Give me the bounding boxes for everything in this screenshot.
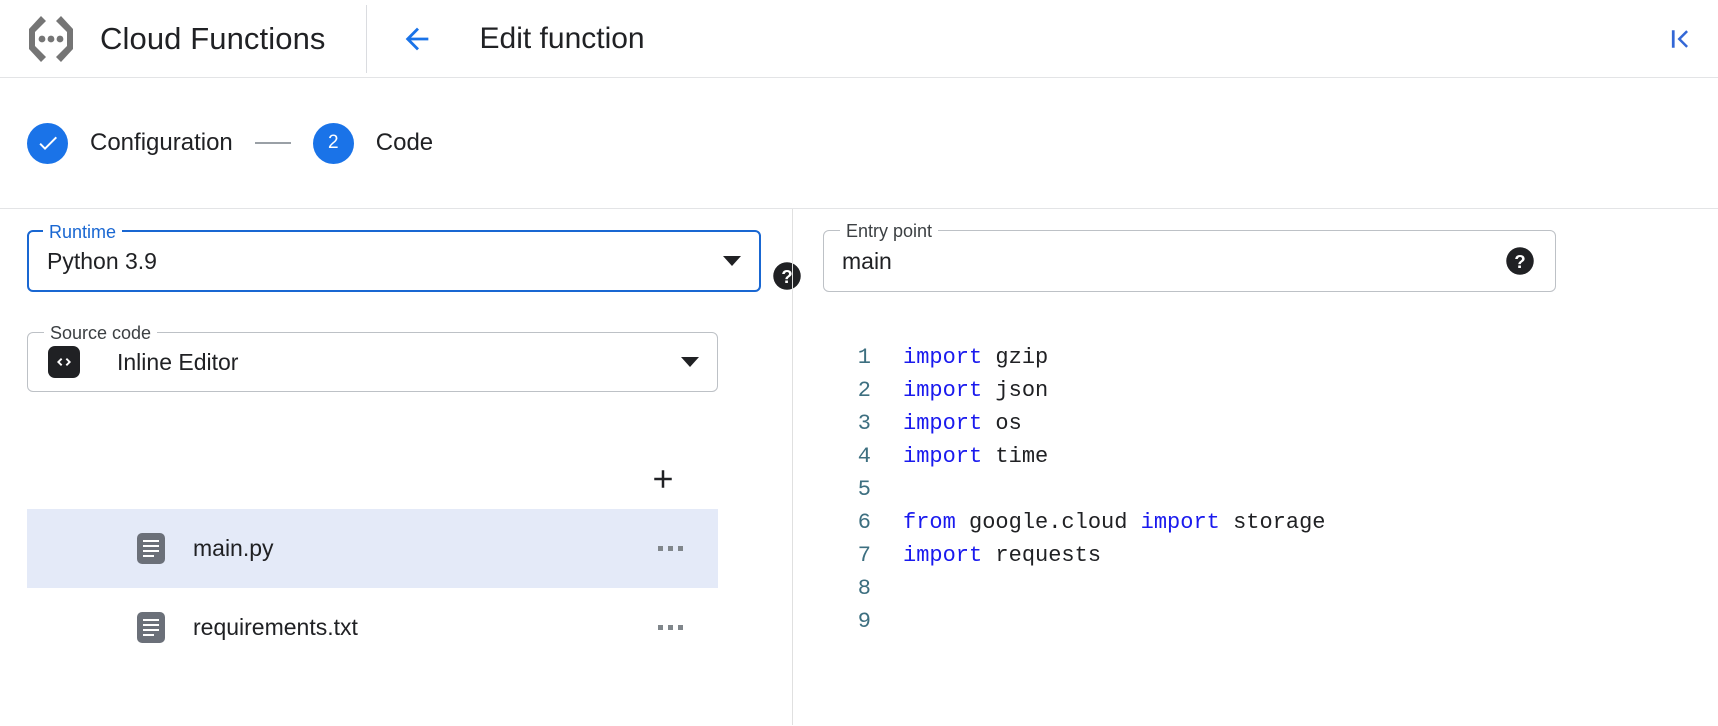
- step-configuration-label: Configuration: [90, 129, 233, 156]
- step-code-label: Code: [375, 129, 434, 156]
- wizard-stepper: Configuration 2 Code: [0, 78, 1718, 209]
- code-line: 3 import os: [793, 407, 1718, 440]
- line-number: 4: [857, 444, 871, 469]
- page-title: Edit function: [479, 21, 645, 55]
- entry-point-input[interactable]: Entry point main ?: [823, 220, 1556, 292]
- left-panel: Runtime Python 3.9 ? Source code Inline …: [0, 209, 801, 725]
- add-file-button[interactable]: [639, 455, 687, 503]
- code-text: import os: [903, 411, 1022, 436]
- line-number: 1: [857, 345, 871, 370]
- app-header: Cloud Functions Edit function: [0, 0, 1718, 78]
- right-panel: Entry point main ? 1 import gzip 2 import j…: [792, 209, 1718, 725]
- file-more-button[interactable]: [650, 608, 690, 648]
- code-line: 8: [793, 572, 1718, 605]
- code-text: import json: [903, 378, 1049, 403]
- step-configuration-badge: [27, 122, 68, 164]
- line-number: 5: [857, 477, 871, 502]
- source-code-select[interactable]: Source code Inline Editor: [27, 322, 718, 392]
- chevron-down-icon: [723, 256, 741, 266]
- file-document-icon: [137, 533, 165, 564]
- runtime-value: Python 3.9: [47, 247, 157, 274]
- entry-point-help-icon[interactable]: ?: [1505, 246, 1535, 276]
- line-number: 6: [857, 510, 871, 535]
- file-name: requirements.txt: [193, 614, 358, 640]
- svg-text:?: ?: [1514, 251, 1525, 272]
- line-number: 9: [857, 609, 871, 634]
- file-document-icon: [137, 612, 165, 643]
- step-code-badge: 2: [312, 122, 354, 164]
- code-line: 4 import time: [793, 440, 1718, 473]
- file-name: main.py: [193, 535, 274, 561]
- line-number: 8: [857, 576, 871, 601]
- code-line: 1 import gzip: [793, 341, 1718, 374]
- code-text: import time: [903, 444, 1049, 469]
- runtime-help-icon[interactable]: ?: [772, 261, 802, 291]
- code-line: 7 import requests: [793, 539, 1718, 572]
- file-list: main.py requirements.txt: [27, 509, 718, 667]
- file-row-main-py[interactable]: main.py: [27, 509, 718, 588]
- cloud-functions-logo-icon: [29, 15, 73, 62]
- file-more-button[interactable]: [650, 529, 690, 569]
- line-number: 3: [857, 411, 871, 436]
- code-editor[interactable]: 1 import gzip 2 import json 3 import os 4 impor…: [793, 327, 1718, 725]
- code-line: 6 from google.cloud import storage: [793, 506, 1718, 539]
- back-button[interactable]: [393, 15, 441, 63]
- brand[interactable]: Cloud Functions: [0, 0, 326, 77]
- line-number: 2: [857, 378, 871, 403]
- entry-point-value: main: [842, 247, 892, 274]
- svg-text:?: ?: [781, 266, 792, 287]
- code-text: import requests: [903, 543, 1102, 568]
- step-connector: [254, 142, 291, 144]
- code-text: import gzip: [903, 345, 1049, 370]
- collapse-panel-button[interactable]: [1658, 17, 1702, 61]
- plus-icon: [654, 470, 672, 488]
- brand-title: Cloud Functions: [100, 20, 326, 56]
- check-icon: [38, 136, 57, 150]
- source-code-label: Source code: [44, 322, 158, 344]
- step-code[interactable]: 2 Code: [312, 122, 434, 164]
- code-brackets-icon: [48, 346, 80, 378]
- code-line: 2 import json: [793, 374, 1718, 407]
- main-content: Runtime Python 3.9 ? Source code Inline …: [0, 209, 1718, 725]
- collapse-panel-icon: [1671, 29, 1688, 48]
- code-text: from google.cloud import storage: [903, 510, 1326, 535]
- line-number: 7: [857, 543, 871, 568]
- header-divider: [365, 4, 367, 73]
- file-row-requirements-txt[interactable]: requirements.txt: [27, 588, 718, 667]
- step-configuration[interactable]: Configuration: [27, 122, 233, 164]
- runtime-label: Runtime: [43, 221, 123, 243]
- source-code-value: Inline Editor: [117, 348, 239, 375]
- runtime-select[interactable]: Runtime Python 3.9: [27, 221, 761, 292]
- arrow-left-icon: [405, 27, 428, 50]
- code-line: 5: [793, 473, 1718, 506]
- code-line: 9: [793, 605, 1718, 638]
- entry-point-label: Entry point: [840, 220, 939, 242]
- chevron-down-icon: [681, 357, 699, 367]
